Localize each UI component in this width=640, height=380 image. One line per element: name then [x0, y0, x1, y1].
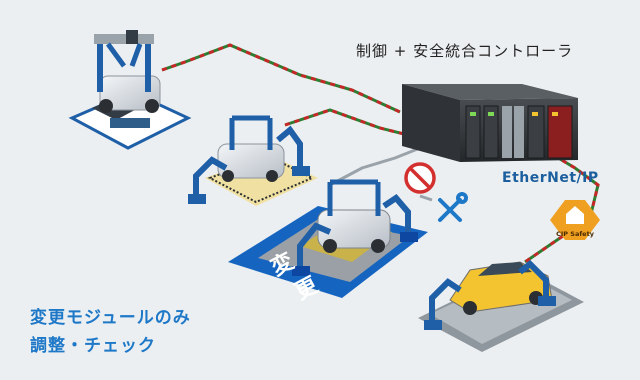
cable-station-4: [524, 148, 600, 264]
cip-safety-label: CIP Safety: [556, 230, 595, 238]
station-4-robot-cell: [418, 259, 584, 352]
wrench-screwdriver-icon: [438, 192, 468, 222]
caption-line-1: 変更モジュールのみ: [30, 308, 191, 328]
caption-line-2: 調整・チェック: [30, 336, 156, 356]
caption: 変更モジュールのみ 調整・チェック: [30, 304, 191, 360]
station-2-robot-cell: [188, 115, 318, 206]
controller-label: 制御 + 安全統合コントローラ: [356, 42, 574, 60]
cable-station-2: [284, 108, 413, 138]
network-cables: [161, 43, 600, 264]
ethernet-ip-label: EtherNet/IP: [502, 170, 599, 186]
cip-safety-icon: CIP Safety: [550, 200, 600, 240]
safety-controller: [402, 84, 578, 162]
cable-station-1: [161, 43, 401, 114]
changed-module-zone: 変 更: [228, 179, 428, 305]
no-entry-icon: [404, 162, 436, 194]
station-1-robot-cell: [68, 30, 192, 150]
